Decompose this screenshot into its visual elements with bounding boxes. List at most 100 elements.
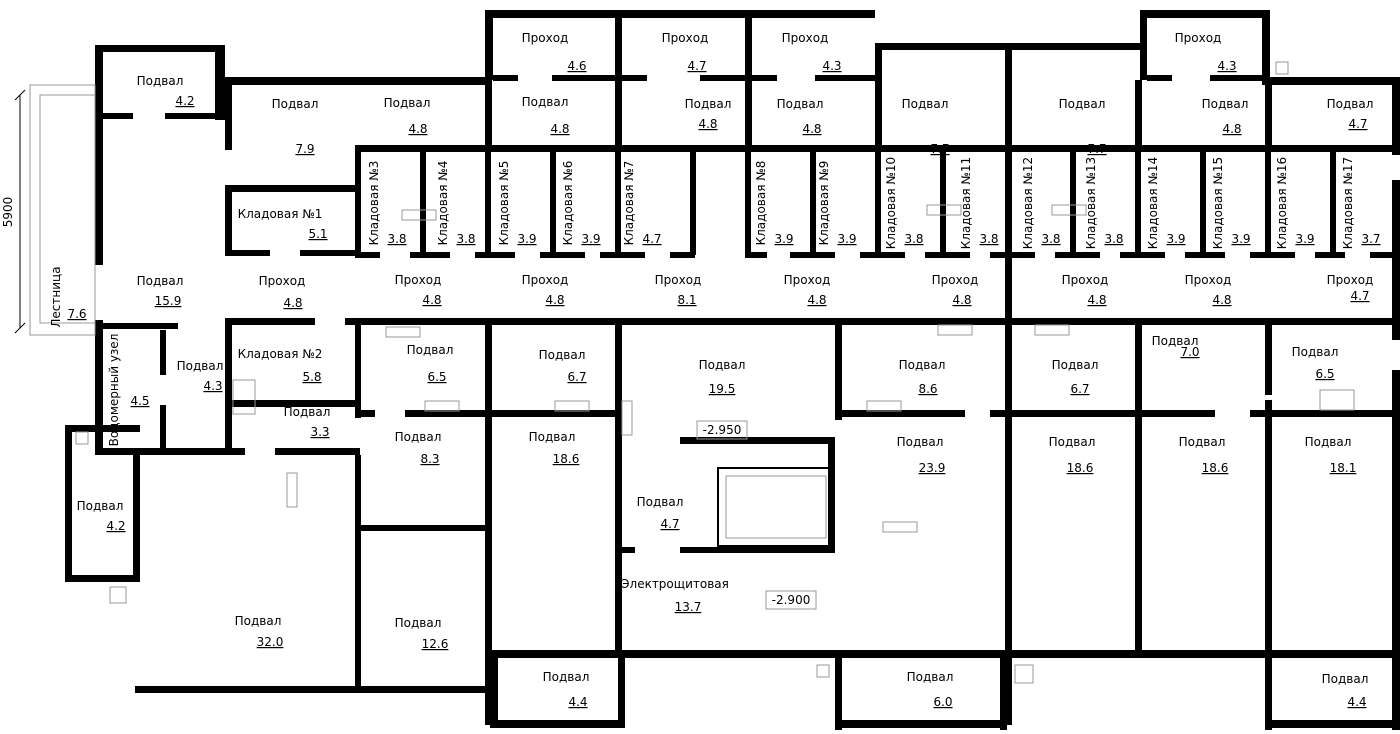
wall: [95, 45, 225, 52]
storage-name: Кладовая №11: [959, 157, 973, 249]
room-name: Электрощитовая: [621, 577, 729, 591]
room-area: 8.6: [918, 382, 937, 396]
room-name: Подвал: [1202, 97, 1249, 111]
room-area: 4.8: [807, 293, 826, 307]
room-name: Подвал: [1292, 345, 1339, 359]
wall: [485, 10, 875, 18]
wall: [300, 250, 360, 256]
room-name: Проход: [1062, 273, 1109, 287]
room-area: 3.3: [310, 425, 329, 439]
wall: [790, 252, 835, 258]
room-area: 4.3: [822, 59, 841, 73]
wall: [1265, 720, 1400, 728]
room-area: 4.7: [660, 517, 679, 531]
room-area: 19.5: [709, 382, 736, 396]
wall: [680, 547, 835, 553]
room-name: Подвал: [1327, 97, 1374, 111]
wall: [275, 448, 360, 455]
storage-area: 3.9: [837, 232, 856, 246]
storage-name: Кладовая №6: [561, 161, 575, 246]
dimension-tick: [14, 322, 26, 334]
room-area: 4.8: [545, 293, 564, 307]
storage-name: Кладовая №12: [1021, 157, 1035, 249]
wall: [1265, 85, 1272, 150]
wall: [165, 113, 225, 119]
room-area: 4.8: [698, 117, 717, 131]
vent: [424, 400, 460, 412]
room-area: 32.0: [257, 635, 284, 649]
wall: [490, 650, 498, 725]
walls: [65, 10, 1400, 730]
wall: [225, 318, 232, 455]
wall: [990, 252, 1035, 258]
room-area: 8.1: [677, 293, 696, 307]
wall: [1265, 150, 1271, 255]
wall: [65, 425, 140, 432]
wall: [875, 43, 1140, 50]
wall: [1147, 75, 1172, 81]
storage-area: 3.9: [1295, 232, 1314, 246]
room-area: 4.7: [1350, 289, 1369, 303]
wall: [925, 252, 970, 258]
wall: [835, 325, 842, 420]
vent: [1051, 204, 1087, 216]
wall: [828, 437, 835, 552]
room-area: 4.4: [568, 695, 587, 709]
wall: [355, 145, 1392, 152]
room-name: Подвал: [137, 74, 184, 88]
wall: [215, 448, 245, 455]
room-name: Подвал: [529, 430, 576, 444]
room-name: Подвал: [177, 359, 224, 373]
room-name: Подвал: [899, 358, 946, 372]
wall: [1392, 370, 1400, 660]
room-name: Подвал: [637, 495, 684, 509]
wall: [103, 113, 133, 119]
wall: [1262, 10, 1270, 85]
wall: [1265, 655, 1272, 730]
room-area: 6.5: [427, 370, 446, 384]
room-name: Подвал: [902, 97, 949, 111]
room-area: 4.8: [283, 296, 302, 310]
shaft: [717, 467, 835, 547]
wall: [355, 525, 485, 531]
room-area: 4.8: [1222, 122, 1241, 136]
room-name: Кладовая №2: [238, 347, 323, 361]
room-name: Подвал: [699, 358, 746, 372]
wall: [65, 425, 72, 580]
room-name: Проход: [1175, 31, 1222, 45]
wall: [1000, 655, 1007, 730]
room-name: Подвал: [543, 670, 590, 684]
wall: [860, 252, 905, 258]
storage-area: 3.8: [1041, 232, 1060, 246]
wall: [1200, 150, 1206, 255]
room-area: 4.3: [203, 379, 222, 393]
storage-name: Кладовая №13: [1084, 157, 1098, 249]
room-name: Подвал: [395, 616, 442, 630]
room-name: Подвал: [1152, 334, 1199, 348]
room-area: 4.8: [550, 122, 569, 136]
storage-area: 3.9: [774, 232, 793, 246]
room-area: 5.8: [302, 370, 321, 384]
shaft-inner: [725, 475, 827, 539]
wall: [700, 75, 745, 81]
wall: [1250, 410, 1400, 417]
wall: [160, 405, 166, 455]
vent: [937, 324, 973, 336]
wall: [1265, 400, 1272, 725]
room-name: Лестница: [49, 266, 63, 327]
vent: [401, 209, 437, 221]
room-name: Подвал: [1305, 435, 1352, 449]
wall: [875, 50, 882, 150]
wall: [550, 150, 556, 255]
wall: [485, 10, 493, 80]
room-name: Подвал: [272, 97, 319, 111]
vent: [286, 472, 298, 508]
wall: [1392, 85, 1400, 155]
storage-name: Кладовая №14: [1146, 157, 1160, 249]
wall: [875, 150, 881, 255]
wall: [615, 10, 622, 80]
room-area: 4.6: [567, 59, 586, 73]
wall: [810, 150, 816, 255]
storage-area: 4.7: [642, 232, 661, 246]
room-name: Проход: [784, 273, 831, 287]
